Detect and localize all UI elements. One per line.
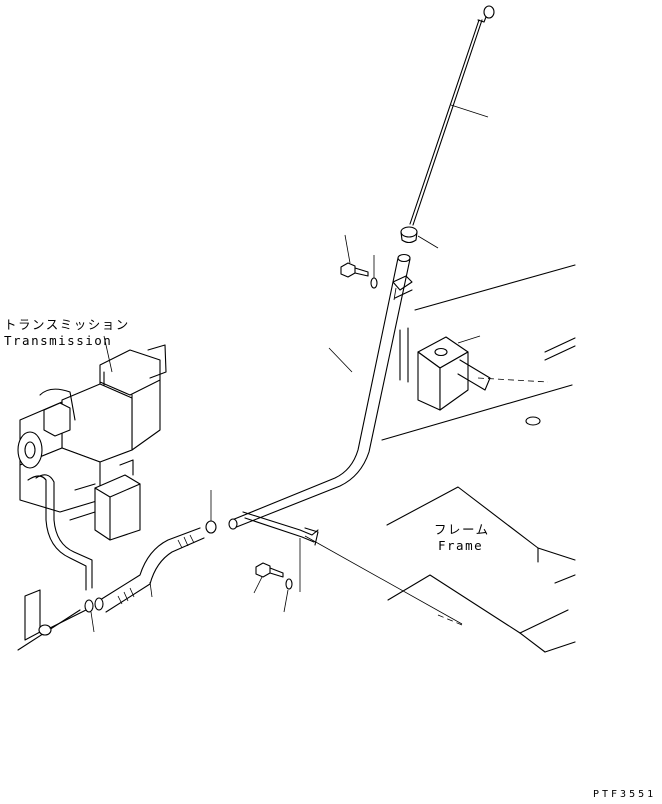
- frame-structure: [304, 264, 576, 653]
- transmission-label-jp: トランスミッション: [4, 317, 130, 332]
- cap-grommet: [400, 226, 439, 249]
- mounting-block: [417, 335, 491, 411]
- hose-clamp-lower: [84, 597, 104, 633]
- leader-line-cap: [417, 235, 439, 249]
- hose-clamp-upper: [205, 490, 217, 534]
- drawing-code: PTF3551: [593, 789, 656, 800]
- bolt-upper: [340, 234, 378, 289]
- upper-bracket: [392, 275, 413, 301]
- leader-line-transmission: [103, 335, 113, 373]
- rubber-hose: [99, 527, 205, 613]
- transmission-label-en: Transmission: [4, 333, 112, 348]
- guide-pipe: [228, 253, 411, 530]
- transmission-assembly: [17, 344, 167, 651]
- frame-label-jp: フレーム: [434, 522, 490, 537]
- dipstick-gauge: [409, 5, 495, 226]
- bolt-lower: [253, 562, 293, 613]
- frame-label-en: Frame: [438, 538, 483, 553]
- leader-line-pipe: [328, 347, 353, 373]
- leader-line-gauge: [450, 104, 489, 118]
- lower-bracket-tube: [242, 511, 319, 592]
